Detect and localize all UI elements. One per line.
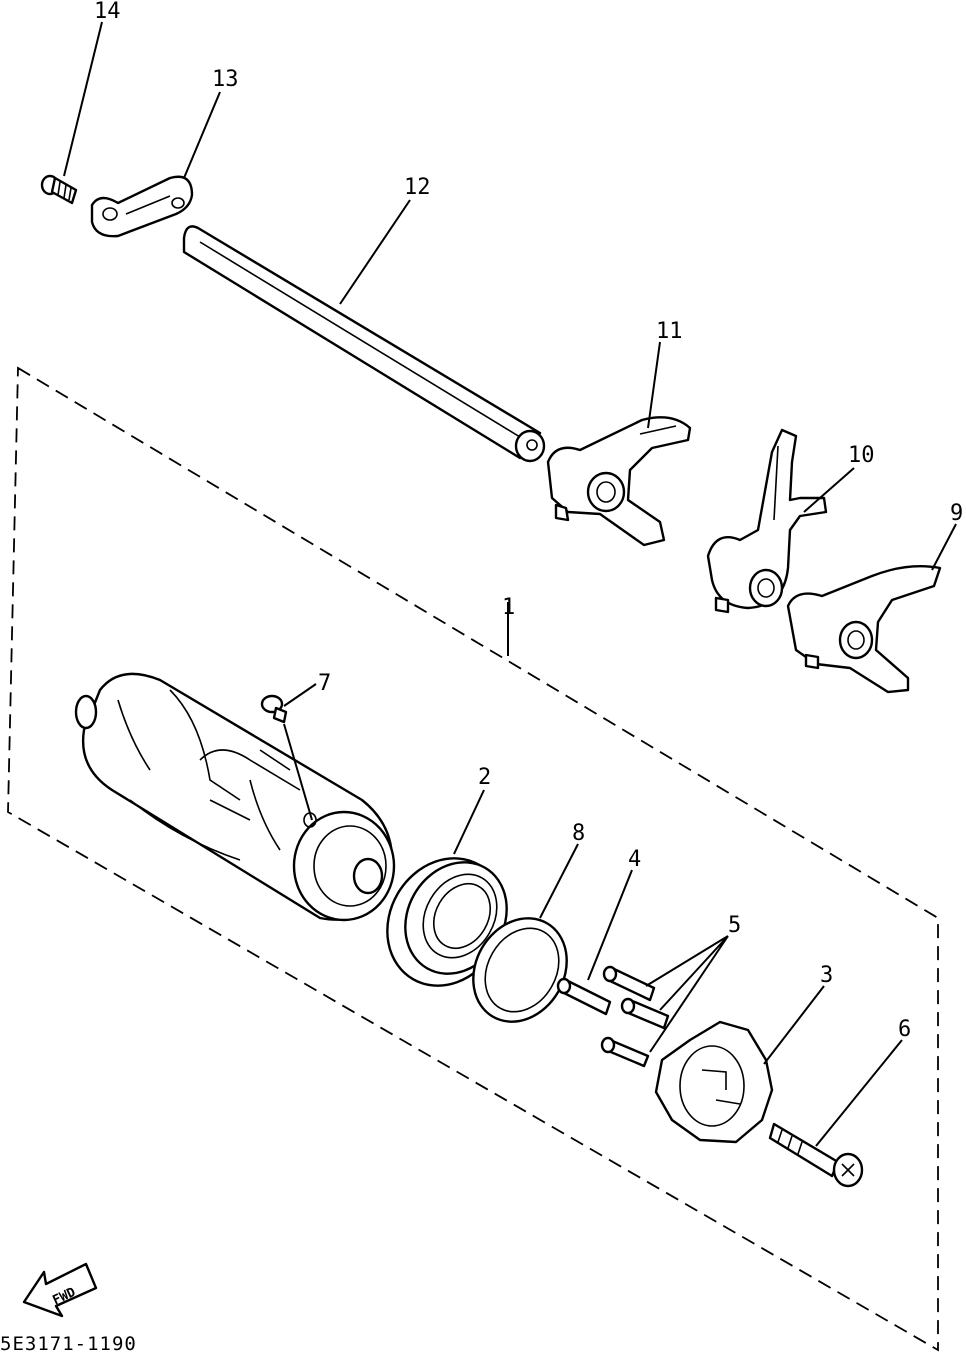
screw-part-14 xyxy=(40,174,78,205)
part-code: 5E3171-1190 xyxy=(0,1333,137,1355)
pins-part-5 xyxy=(600,965,670,1068)
callout-14: 14 xyxy=(94,0,121,24)
callout-13: 13 xyxy=(212,67,239,92)
callout-4: 4 xyxy=(628,847,641,872)
callout-10: 10 xyxy=(848,443,875,468)
shift-fork-part-11 xyxy=(546,416,692,547)
callout-11: 11 xyxy=(656,319,683,344)
guide-bar-part-12 xyxy=(182,225,546,463)
callout-3: 3 xyxy=(820,963,833,988)
callout-1: 1 xyxy=(502,595,515,620)
callout-labels: 14 13 12 11 10 9 1 7 2 8 4 5 3 6 xyxy=(94,0,963,1042)
shift-fork-part-9 xyxy=(786,565,942,694)
callout-2: 2 xyxy=(478,765,491,790)
washer-part-8 xyxy=(472,917,568,1023)
leader-lines xyxy=(63,21,957,1147)
bolt-part-6 xyxy=(768,1122,864,1188)
callout-5: 5 xyxy=(728,913,741,938)
plate-part-13 xyxy=(90,175,194,238)
callout-12: 12 xyxy=(404,175,431,200)
callout-7: 7 xyxy=(318,671,331,696)
pin-part-7 xyxy=(260,694,288,724)
bearing-part-2 xyxy=(386,857,508,987)
callout-8: 8 xyxy=(572,821,585,846)
assembly-boundary xyxy=(7,366,939,1352)
shift-drum-part-1 xyxy=(74,672,396,922)
callout-6: 6 xyxy=(898,1017,911,1042)
callout-9: 9 xyxy=(950,501,963,526)
segment-part-3 xyxy=(654,1020,774,1144)
dowel-pin-part-4 xyxy=(556,977,612,1016)
shift-fork-part-10 xyxy=(706,428,828,614)
fwd-arrow-icon: FWD xyxy=(22,1262,98,1318)
